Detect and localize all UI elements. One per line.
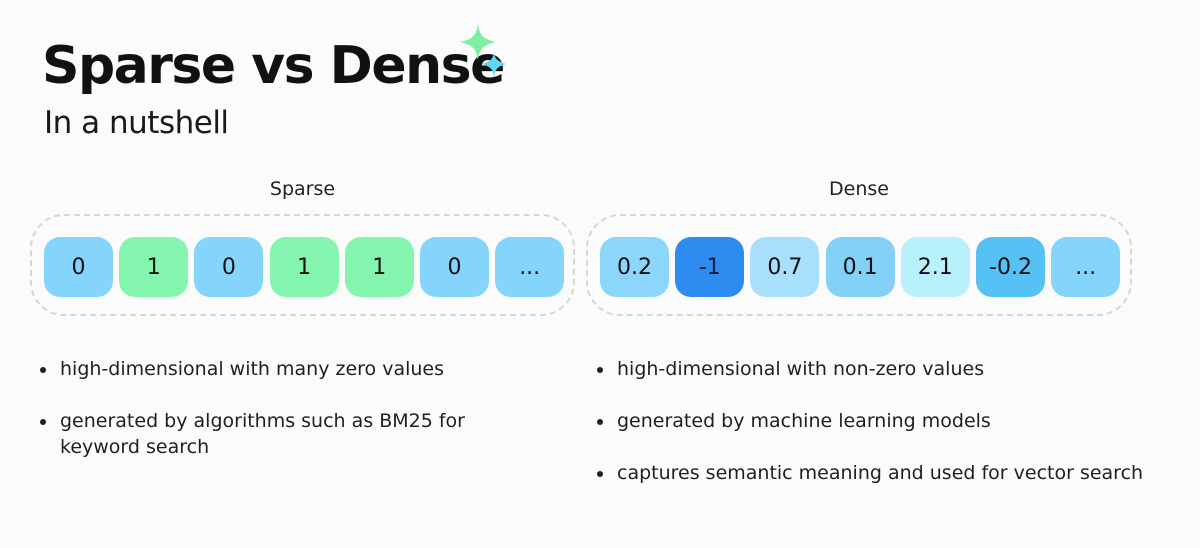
sparkles-icon [460, 24, 506, 78]
sparse-bullet: generated by algorithms such as BM25 for… [40, 408, 490, 460]
dense-vector-cell: 0.7 [750, 237, 820, 297]
dense-vector-cell: 0.1 [825, 237, 895, 297]
sparse-vector-cell: 1 [119, 237, 189, 297]
page-title: Sparse vs Dense [42, 36, 505, 96]
dense-vector-cell: -0.2 [976, 237, 1045, 297]
dense-vector-cell: -1 [675, 237, 745, 297]
dense-vector-cell: 2.1 [900, 237, 970, 297]
sparse-vector-cell: 0 [194, 237, 264, 297]
sparse-bullet: high-dimensional with many zero values [40, 356, 510, 382]
page-subtitle: In a nutshell [44, 105, 229, 141]
sparse-bullet-list: high-dimensional with many zero values g… [40, 356, 510, 486]
dense-bullet-list: high-dimensional with non-zero values ge… [597, 356, 1187, 512]
dense-bullet: high-dimensional with non-zero values [597, 356, 1187, 382]
dense-bullet: generated by machine learning models [597, 408, 1187, 434]
sparkle-small-icon [482, 52, 506, 78]
sparkle-large-icon [460, 24, 496, 60]
dense-vector-cell: ... [1051, 237, 1121, 297]
sparse-vector-cell: 1 [344, 237, 414, 297]
dense-vector-box [586, 214, 1132, 316]
sparse-vector-box [30, 214, 575, 316]
sparse-label: Sparse [269, 178, 336, 200]
dense-vector-cell: 0.2 [600, 237, 669, 297]
sparse-vector-cell: 0 [44, 237, 113, 297]
sparse-vector-cell: 1 [269, 237, 339, 297]
sparse-vector-cell: 0 [420, 237, 489, 297]
sparse-vector-cell: ... [495, 237, 565, 297]
dense-bullet: captures semantic meaning and used for v… [597, 460, 1187, 486]
dense-label: Dense [829, 178, 889, 200]
